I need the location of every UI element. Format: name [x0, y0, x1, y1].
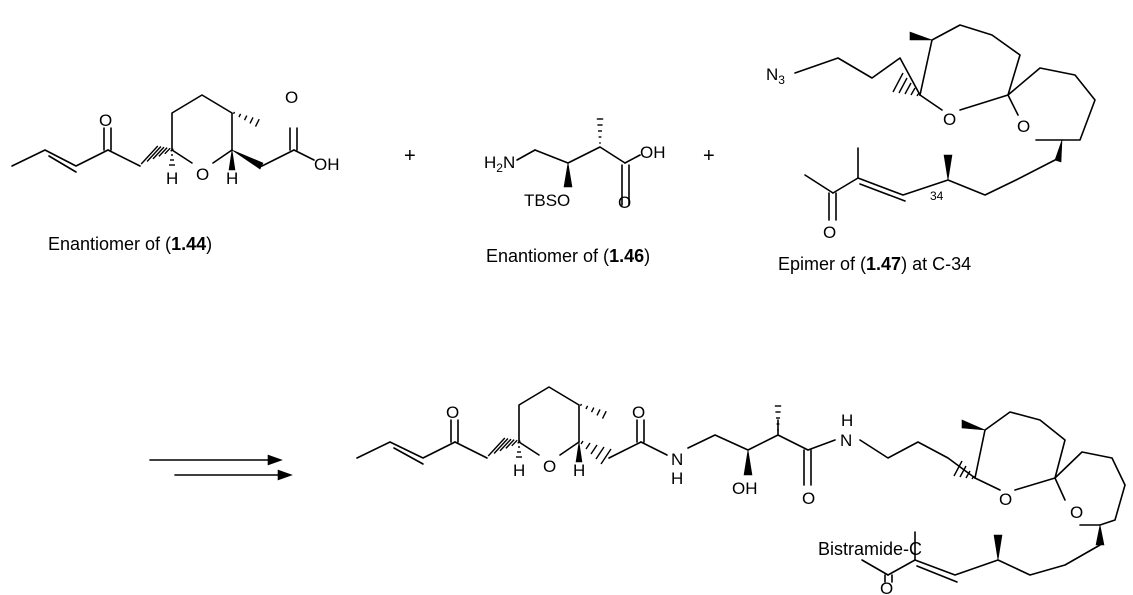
compound-1-46-caption: Enantiomer of (1.46)	[486, 246, 650, 266]
compound-1-44-stereo-bonds	[140, 111, 264, 171]
compound-1-44-acid-o: O	[285, 88, 298, 107]
bistramide-c-amide-h-1: H	[671, 469, 683, 488]
compound-1-44-structure	[11, 94, 315, 173]
compound-1-44-h-right: H	[226, 169, 238, 188]
compound-1-44-hydroxyl: OH	[314, 155, 340, 174]
compound-1-47-ring-o-2: O	[1017, 117, 1030, 136]
bistramide-c-ring-o-1: O	[543, 457, 556, 476]
compound-1-44-ketone-o: O	[99, 111, 112, 130]
plus-sign-2: +	[703, 145, 715, 167]
bistramide-c-h-right: H	[573, 461, 585, 480]
compound-1-46-carbonyl-o: O	[618, 193, 631, 212]
bistramide-c-stereo-bonds	[487, 403, 1105, 561]
bistramide-c-amide-o-1: O	[632, 403, 645, 422]
bistramide-c-amide-o-2: O	[802, 489, 815, 508]
plus-sign-1: +	[404, 145, 416, 167]
bistramide-c-amide-n-2: N	[840, 431, 852, 450]
bistramide-c-caption: Bistramide-C	[818, 539, 922, 559]
compound-1-46-amine: H2N	[484, 153, 515, 175]
compound-1-46-hydroxyl: OH	[640, 143, 666, 162]
compound-1-46-tbso: TBSO	[524, 191, 570, 210]
compound-1-47-ketone-o: O	[823, 223, 836, 242]
bistramide-c-ring-o-3: O	[1070, 503, 1083, 522]
compound-1-47-ring-o-1: O	[943, 110, 956, 129]
compound-1-47-locant-34: 34	[930, 189, 944, 203]
multistep-arrow	[149, 454, 293, 481]
compound-1-44-h-left: H	[166, 169, 178, 188]
bistramide-c-ring-o-2: O	[999, 490, 1012, 509]
bistramide-c-ketone-o: O	[446, 403, 459, 422]
bistramide-c-h-left: H	[513, 461, 525, 480]
compound-1-44-ring-o: O	[196, 165, 209, 184]
bistramide-c-enone-o: O	[880, 579, 893, 595]
compound-1-47-stereo-bonds	[892, 31, 1063, 181]
compound-1-47-azide: N3	[766, 65, 785, 87]
bistramide-c-hydroxyl: OH	[732, 479, 758, 498]
bistramide-c-amide-n-1: N	[671, 450, 683, 469]
bistramide-c-amide-h-2: H	[841, 411, 853, 430]
compound-1-46-structure	[516, 146, 641, 206]
compound-1-47-caption: Epimer of (1.47) at C-34	[778, 254, 971, 274]
compound-1-46-stereo-bonds	[563, 118, 604, 188]
compound-1-44-caption: Enantiomer of (1.44)	[48, 234, 212, 254]
